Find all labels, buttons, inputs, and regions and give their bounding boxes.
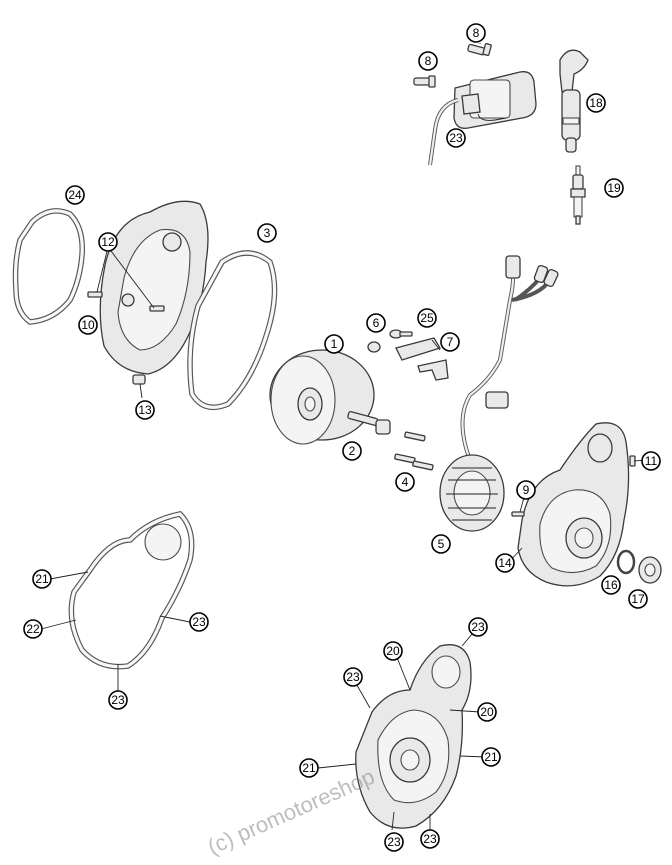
callout-6: 6 [366,313,386,333]
cable-clamp-plate [395,337,441,361]
svg-text:20: 20 [480,705,494,719]
svg-text:17: 17 [631,592,645,606]
callout-23-c: 23 [189,612,209,632]
svg-text:5: 5 [438,537,445,551]
stator [439,255,559,532]
ignition-cover [517,422,630,587]
spark-plug [570,165,586,225]
svg-text:12: 12 [101,235,115,249]
callout-25: 25 [417,308,437,328]
callout-23-f: 23 [343,667,363,687]
svg-text:21: 21 [35,572,49,586]
svg-text:6: 6 [373,316,380,330]
svg-text:16: 16 [604,578,618,592]
callout-20-b: 20 [477,702,497,722]
svg-text:23: 23 [423,832,437,846]
ignition-cover-gasket-3 [187,250,278,411]
callout-22: 23 [446,128,466,148]
svg-text:24: 24 [68,188,82,202]
svg-text:4: 4 [402,475,409,489]
svg-text:23: 23 [387,835,401,849]
ignition-coil [428,71,537,166]
callout-18: 18 [586,93,606,113]
callout-11: 11 [641,451,661,471]
leader-lines [40,43,647,831]
callout-24: 24 [65,185,85,205]
clutch-cover-gasket-24 [12,208,85,325]
callout-8-top: 8 [466,23,486,43]
callouts: 8 8 23 18 19 24 12 10 13 3 1 2 4 6 25 7 … [23,23,661,852]
svg-text:9: 9 [523,483,530,497]
cap-17 [638,556,662,584]
callout-19: 19 [604,178,624,198]
callout-10: 10 [78,315,98,335]
svg-text:13: 13 [138,403,152,417]
rotor-bolt-2 [347,411,391,435]
callout-14: 14 [495,553,515,573]
callout-2: 2 [342,441,362,461]
screw-9 [511,511,525,517]
watermark-text: (c) promotoreshop [204,764,378,860]
svg-text:1: 1 [331,337,338,351]
rotor-flywheel [269,349,375,445]
ignition-cover-assembly [355,644,472,829]
callout-12: 12 [98,232,118,252]
svg-text:21: 21 [484,750,498,764]
dowel-pin-13 [132,374,146,385]
callout-21-a: 21 [481,747,501,767]
svg-text:18: 18 [589,96,603,110]
svg-text:2: 2 [349,444,356,458]
coil-bolt-top [467,43,492,57]
svg-text:14: 14 [498,556,512,570]
svg-text:25: 25 [420,311,434,325]
callout-23-h: 23 [420,829,440,849]
callout-17: 17 [628,589,648,609]
clutch-cover [99,200,209,375]
callout-23-e: 23 [468,617,488,637]
callout-7: 7 [440,332,460,352]
callout-4: 4 [395,472,415,492]
callout-23-b: 22 [23,619,43,639]
svg-text:20: 20 [386,644,400,658]
callout-20-a: 20 [383,641,403,661]
callout-1: 1 [324,334,344,354]
cable-holder-7 [417,359,449,381]
svg-text:23: 23 [449,131,463,145]
svg-text:10: 10 [81,318,95,332]
oring-16 [616,549,636,575]
callout-5: 5 [431,534,451,554]
svg-text:23: 23 [346,670,360,684]
callout-13: 13 [135,400,155,420]
svg-text:23: 23 [192,615,206,629]
stator-screws-4 [394,431,434,471]
coil-bolt-left [413,75,436,88]
callout-8-left: 8 [418,51,438,71]
spark-plug-cap [559,49,589,153]
ignition-cover-gasket-23 [68,511,195,670]
svg-text:23: 23 [111,693,125,707]
callout-23-d: 23 [108,690,128,710]
callout-23-a: 21 [32,569,52,589]
svg-text:3: 3 [264,226,271,240]
callout-16: 16 [601,575,621,595]
svg-text:11: 11 [645,454,658,468]
callout-9: 9 [516,480,536,500]
svg-text:8: 8 [473,26,480,40]
svg-text:8: 8 [425,54,432,68]
callout-3: 3 [257,223,277,243]
screw-6 [367,341,381,353]
svg-text:22: 22 [26,622,40,636]
callout-23-g: 23 [384,832,404,852]
svg-text:21: 21 [302,761,316,775]
svg-text:19: 19 [607,181,621,195]
svg-text:23: 23 [471,620,485,634]
callout-21-b: 21 [299,758,319,778]
screw-25 [389,329,413,339]
svg-text:7: 7 [447,335,454,349]
